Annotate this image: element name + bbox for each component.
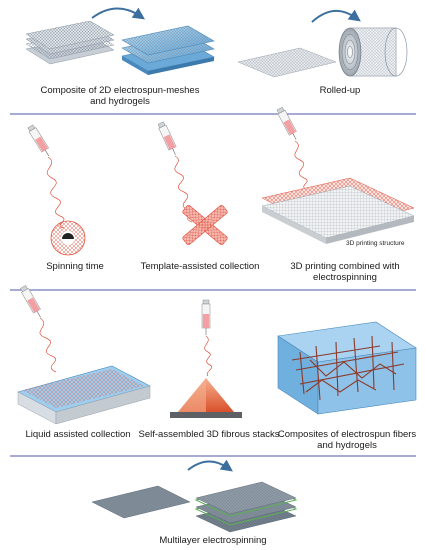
label-composite-2d: Composite of 2D electrospun-meshes and h… [40, 85, 200, 107]
note-3d-printing-structure: 3D printing structure [346, 240, 405, 247]
label-spinning-time: Spinning time [46, 261, 104, 272]
rolled-up-cylinder [338, 27, 408, 77]
label-self-assembled: Self-assembled 3D fibrous stacks [138, 429, 280, 440]
syringe-liquid-assisted [17, 285, 151, 425]
syringe-self-assembled [170, 299, 242, 418]
syringe-template [157, 121, 228, 246]
label-rolled-up: Rolled-up [319, 85, 361, 96]
stacked-meshes-hydrogel [121, 25, 215, 75]
multilayer-meshes [194, 481, 298, 533]
label-liquid-assisted: Liquid assisted collection [25, 429, 131, 440]
syringe-3d-printing [261, 106, 415, 244]
flat-mesh-sheet [237, 47, 337, 78]
label-3d-printing-combined: 3D printing combined with electrospinnin… [290, 261, 400, 283]
curved-arrow-3 [187, 459, 233, 472]
label-multilayer: Multilayer electrospinning [159, 535, 267, 546]
hydrogel-block-with-fibers [277, 321, 417, 415]
label-template-assisted: Template-assisted collection [140, 261, 260, 272]
curved-arrow-1 [91, 7, 145, 20]
stacked-meshes-left [25, 20, 115, 65]
curved-arrow-2 [311, 9, 361, 23]
label-composites-fibers: Composites of electrospun fibers and hyd… [277, 429, 417, 451]
single-mesh-layer [91, 485, 191, 519]
syringe-spinning-time [27, 124, 86, 256]
